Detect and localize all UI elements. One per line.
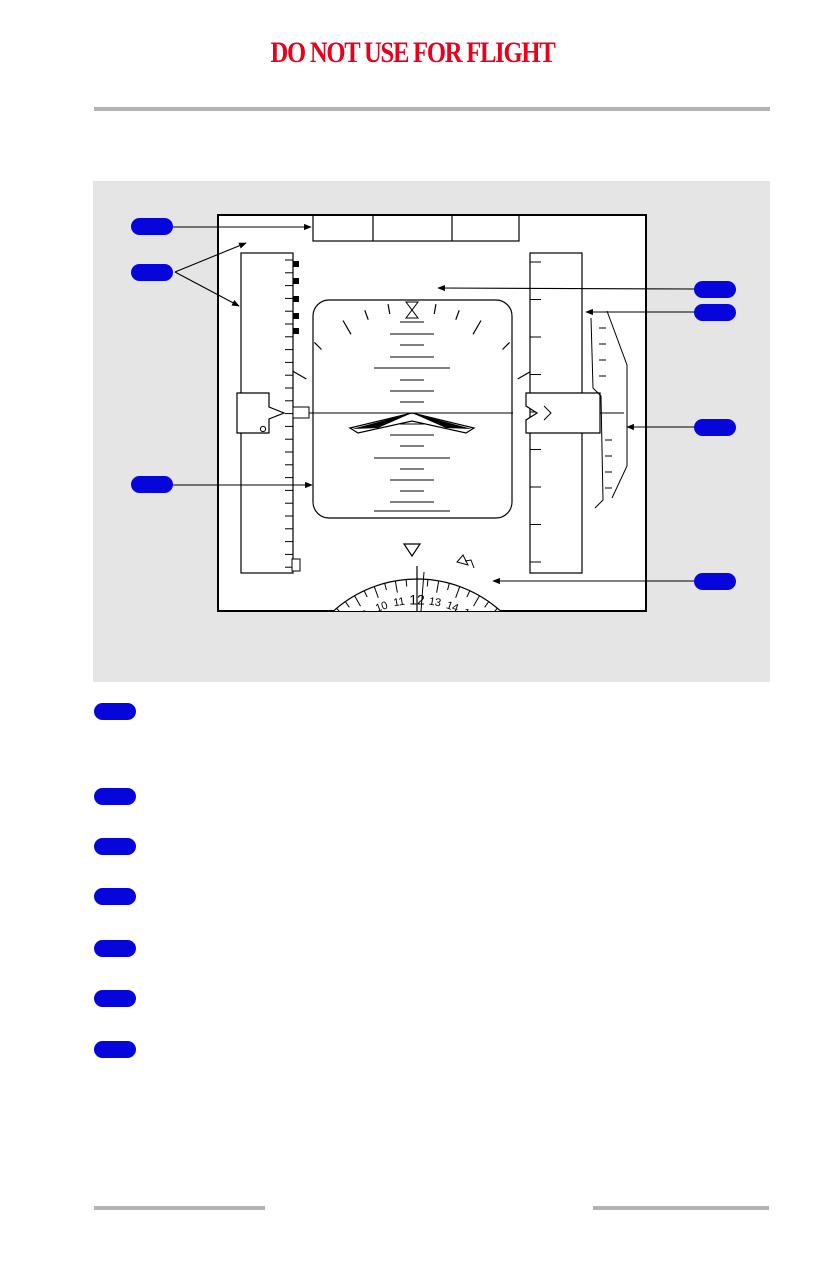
heading-label: 14 bbox=[444, 599, 460, 614]
diagram-callouts bbox=[131, 218, 736, 590]
callout-leaders bbox=[173, 223, 695, 585]
legend-callout-7 bbox=[94, 1041, 136, 1058]
footer-rule-right bbox=[593, 1206, 769, 1210]
footer-rule-left bbox=[94, 1206, 265, 1210]
header-rule bbox=[94, 107, 770, 111]
heading-label: 15 bbox=[460, 606, 477, 623]
heading-label: 13 bbox=[428, 596, 442, 610]
airspeed-tape bbox=[236, 252, 310, 574]
legend-callout-3 bbox=[94, 838, 136, 855]
legend-callout-5 bbox=[94, 940, 136, 957]
vertical-speed-indicator bbox=[590, 310, 628, 509]
legend-callout-1 bbox=[94, 703, 136, 720]
lubber-line-icon bbox=[402, 543, 422, 558]
attitude-indicator bbox=[292, 299, 532, 519]
mode-annunciator-boxes bbox=[312, 214, 520, 242]
legend-callout-4 bbox=[94, 888, 136, 905]
heading-bug-icon bbox=[456, 554, 475, 569]
legend-callout-6 bbox=[94, 990, 136, 1007]
heading-label: 11 bbox=[392, 596, 405, 610]
altitude-tape bbox=[525, 252, 601, 574]
heading-label: 9 bbox=[360, 608, 371, 621]
legend-callout-2 bbox=[94, 788, 136, 805]
warning-banner: DO NOT USE FOR FLIGHT bbox=[270, 36, 555, 69]
heading-label: 10 bbox=[374, 599, 390, 614]
